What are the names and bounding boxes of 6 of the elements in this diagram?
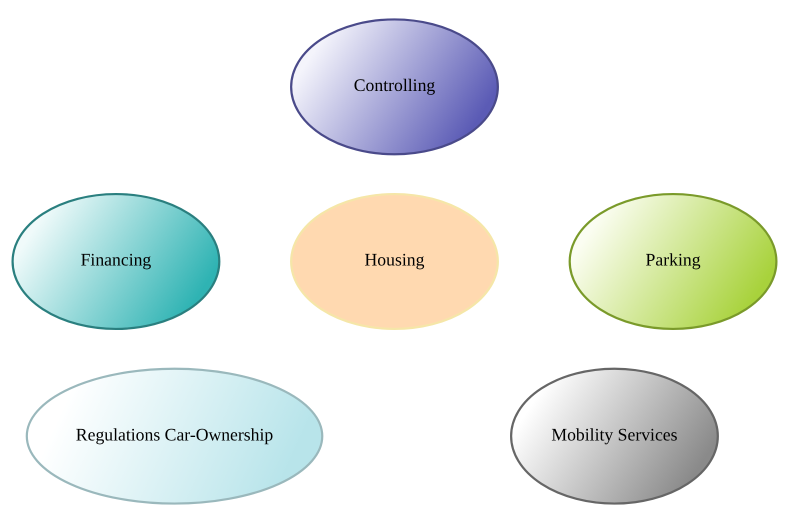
node-ellipse: Mobility Services <box>510 367 719 504</box>
node-ellipse: Controlling <box>290 18 499 155</box>
node-ellipse: Financing <box>11 192 220 330</box>
node-ellipse: Parking <box>568 192 778 330</box>
node-ellipse: Housing <box>290 192 499 330</box>
node-ellipse: Regulations Car-Ownership <box>26 367 324 504</box>
